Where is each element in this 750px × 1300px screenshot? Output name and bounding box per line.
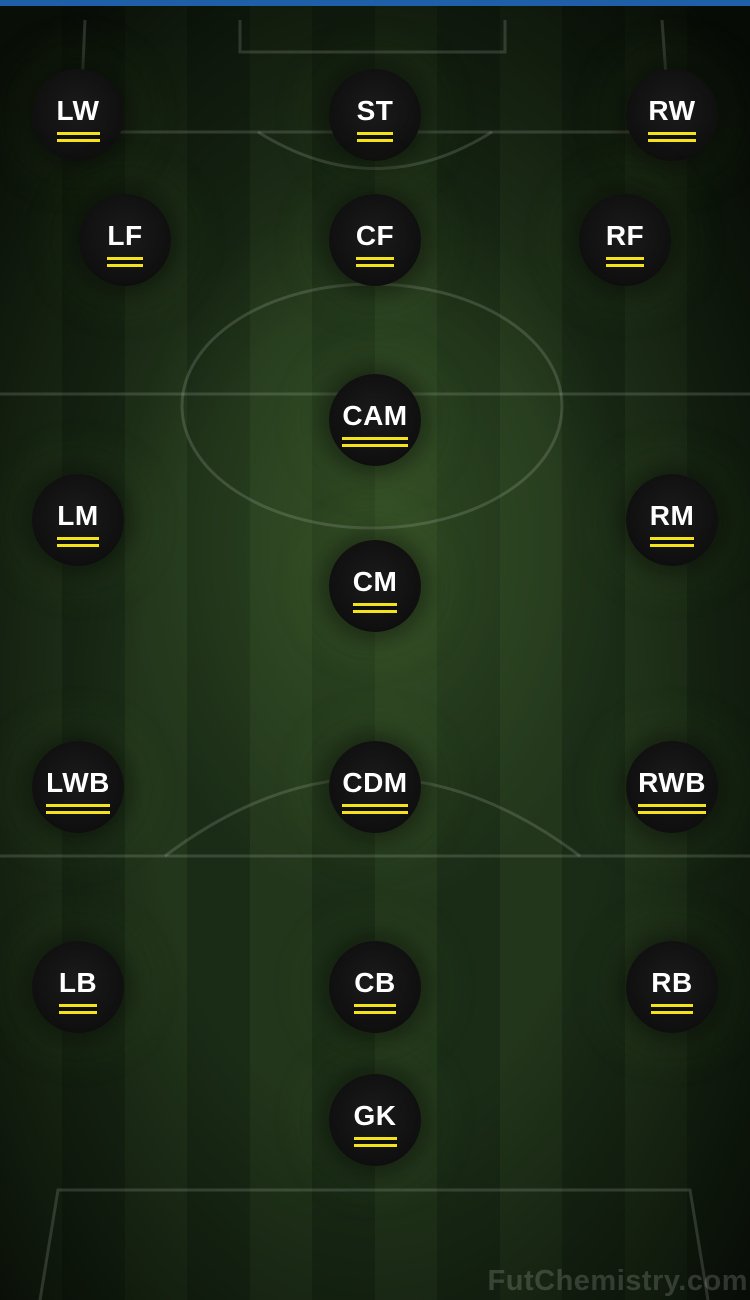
- position-cam[interactable]: CAM: [329, 374, 421, 466]
- position-rm[interactable]: RM: [626, 474, 718, 566]
- position-lwb[interactable]: LWB: [32, 741, 124, 833]
- position-rw-label: RW: [648, 95, 696, 135]
- position-gk[interactable]: GK: [329, 1074, 421, 1166]
- position-cf[interactable]: CF: [329, 194, 421, 286]
- position-rw[interactable]: RW: [626, 69, 718, 161]
- site-watermark: FutChemistry.com: [487, 1265, 748, 1297]
- position-rwb[interactable]: RWB: [626, 741, 718, 833]
- position-rf[interactable]: RF: [579, 194, 671, 286]
- position-lw-label: LW: [56, 95, 100, 135]
- position-lw[interactable]: LW: [32, 69, 124, 161]
- position-cdm[interactable]: CDM: [329, 741, 421, 833]
- position-cb[interactable]: CB: [329, 941, 421, 1033]
- position-cdm-label: CDM: [342, 767, 408, 807]
- position-lm[interactable]: LM: [32, 474, 124, 566]
- position-lwb-label: LWB: [46, 767, 110, 807]
- position-lm-label: LM: [57, 500, 99, 540]
- position-lf[interactable]: LF: [79, 194, 171, 286]
- position-cm[interactable]: CM: [329, 540, 421, 632]
- position-cam-label: CAM: [342, 400, 408, 440]
- position-cb-label: CB: [354, 967, 396, 1007]
- position-lb-label: LB: [58, 967, 98, 1007]
- position-rf-label: RF: [605, 220, 645, 260]
- position-rwb-label: RWB: [638, 767, 706, 807]
- top-accent-bar: [0, 0, 750, 6]
- position-st[interactable]: ST: [329, 69, 421, 161]
- position-rm-label: RM: [649, 500, 695, 540]
- position-cm-label: CM: [352, 566, 398, 606]
- position-lf-label: LF: [107, 220, 143, 260]
- position-rb-label: RB: [651, 967, 693, 1007]
- position-st-label: ST: [356, 95, 394, 135]
- position-cf-label: CF: [355, 220, 395, 260]
- position-lb[interactable]: LB: [32, 941, 124, 1033]
- position-gk-label: GK: [353, 1100, 397, 1140]
- position-rb[interactable]: RB: [626, 941, 718, 1033]
